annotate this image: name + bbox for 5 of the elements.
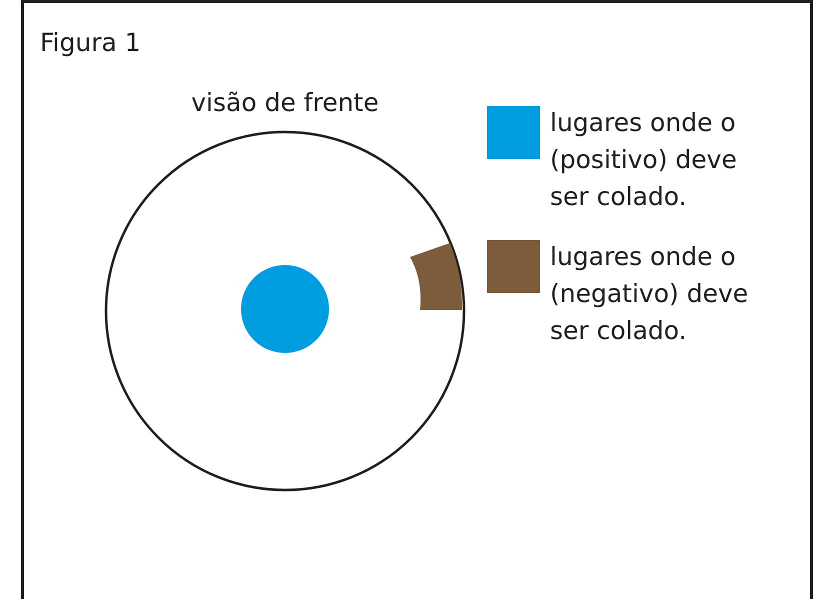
figure-title: Figura 1 [40, 28, 141, 57]
legend-text: lugares onde o (negativo) deve ser colado. [550, 241, 750, 347]
legend-text: lugares onde o (positivo) deve ser colado. [550, 107, 738, 213]
center-spot [241, 265, 329, 353]
view-heading: visão de frente [190, 88, 380, 117]
